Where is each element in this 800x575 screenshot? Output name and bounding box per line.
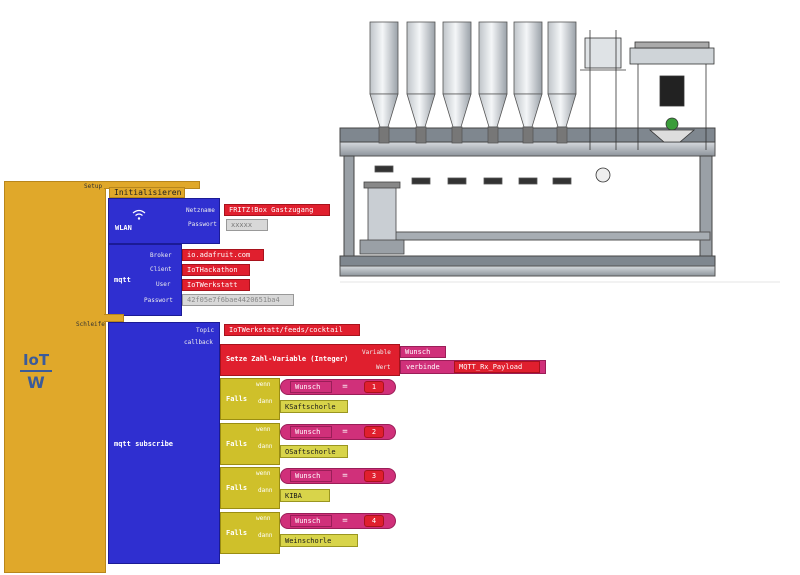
- if-label: Falls: [226, 484, 248, 492]
- logo-divider: [20, 370, 52, 372]
- iot-logo: IoT W: [18, 350, 54, 392]
- mqtt-passwort-label: Passwort: [144, 297, 173, 304]
- drink-result[interactable]: OSaftschorle: [280, 445, 348, 458]
- loop-arm: [104, 314, 124, 322]
- dann-label: dann: [258, 443, 273, 450]
- set-variable-block[interactable]: [220, 344, 400, 376]
- wlan-block[interactable]: [108, 198, 220, 244]
- compare-number[interactable]: 2: [364, 426, 384, 438]
- dann-label: dann: [258, 398, 273, 405]
- drink-result[interactable]: KSaftschorle: [280, 400, 348, 413]
- wert-label: Wert: [376, 364, 391, 371]
- broker-field[interactable]: io.adafruit.com: [182, 249, 264, 261]
- compare-op[interactable]: =: [342, 471, 348, 481]
- drink-result[interactable]: KIBA: [280, 489, 330, 502]
- drink-result[interactable]: Weinschorle: [280, 534, 358, 547]
- compare-var[interactable]: Wunsch: [290, 470, 332, 482]
- topic-field[interactable]: IoTWerkstatt/feeds/cocktail: [224, 324, 360, 336]
- callback-label: callback: [184, 339, 213, 346]
- wlan-passwort-field[interactable]: xxxxx: [226, 219, 268, 231]
- init-block[interactable]: Initialisieren: [109, 187, 185, 198]
- cup-assembly: [359, 181, 405, 255]
- main-iot-block[interactable]: [4, 181, 106, 573]
- broker-label: Broker: [150, 252, 172, 259]
- user-label: User: [156, 281, 171, 288]
- mqtt-subscribe-block[interactable]: [108, 322, 220, 564]
- bottles: [369, 21, 577, 185]
- compare-op[interactable]: =: [342, 516, 348, 526]
- topic-label: Topic: [196, 327, 215, 334]
- payload-field[interactable]: MQTT_Rx_Payload: [454, 361, 540, 373]
- wenn-label: wenn: [256, 426, 271, 433]
- compare-op[interactable]: =: [342, 382, 348, 392]
- mqtt-block[interactable]: [108, 244, 182, 316]
- if-label: Falls: [226, 440, 248, 448]
- compare-var[interactable]: Wunsch: [290, 381, 332, 393]
- compare-op[interactable]: =: [342, 427, 348, 437]
- netzname-field[interactable]: FRITZ!Box Gastzugang: [224, 204, 330, 216]
- user-field[interactable]: IoTWerkstatt: [182, 279, 250, 291]
- if-block[interactable]: [220, 512, 280, 554]
- variable-label: Variable: [362, 349, 391, 356]
- if-block[interactable]: [220, 378, 280, 420]
- if-block[interactable]: [220, 467, 280, 509]
- if-label: Falls: [226, 529, 248, 537]
- loop-label: Schleife: [76, 321, 105, 328]
- verbinde-text: verbinde: [406, 363, 440, 371]
- compare-var[interactable]: Wunsch: [290, 515, 332, 527]
- wenn-label: wenn: [256, 470, 271, 477]
- dann-label: dann: [258, 487, 273, 494]
- netzname-label: Netzname: [186, 207, 215, 214]
- compare-number[interactable]: 4: [364, 515, 384, 527]
- variable-field[interactable]: Wunsch: [400, 346, 446, 358]
- if-block[interactable]: [220, 423, 280, 465]
- client-label: Client: [150, 266, 172, 273]
- client-field[interactable]: IoTHackathon: [182, 264, 250, 276]
- cocktail-machine-drawing: [339, 21, 780, 283]
- setup-label: Setup: [84, 183, 103, 190]
- wlan-title: WLAN: [115, 224, 132, 232]
- logo-w-icon: W: [27, 372, 45, 392]
- subscribe-title: mqtt subscribe: [114, 440, 174, 448]
- wenn-label: wenn: [256, 381, 271, 388]
- mqtt-passwort-field[interactable]: 42f05e7f6bae4420651ba4: [182, 294, 294, 306]
- compare-number[interactable]: 1: [364, 381, 384, 393]
- wlan-passwort-label: Passwort: [188, 221, 217, 228]
- wifi-icon: [128, 208, 150, 220]
- tower: [580, 30, 715, 183]
- mqtt-title: mqtt: [114, 276, 131, 284]
- if-label: Falls: [226, 395, 248, 403]
- wenn-label: wenn: [256, 515, 271, 522]
- dann-label: dann: [258, 532, 273, 539]
- compare-number[interactable]: 3: [364, 470, 384, 482]
- iot-logo-text: IoT: [22, 351, 50, 369]
- set-variable-text: Setze Zahl-Variable (Integer): [226, 355, 349, 363]
- compare-var[interactable]: Wunsch: [290, 426, 332, 438]
